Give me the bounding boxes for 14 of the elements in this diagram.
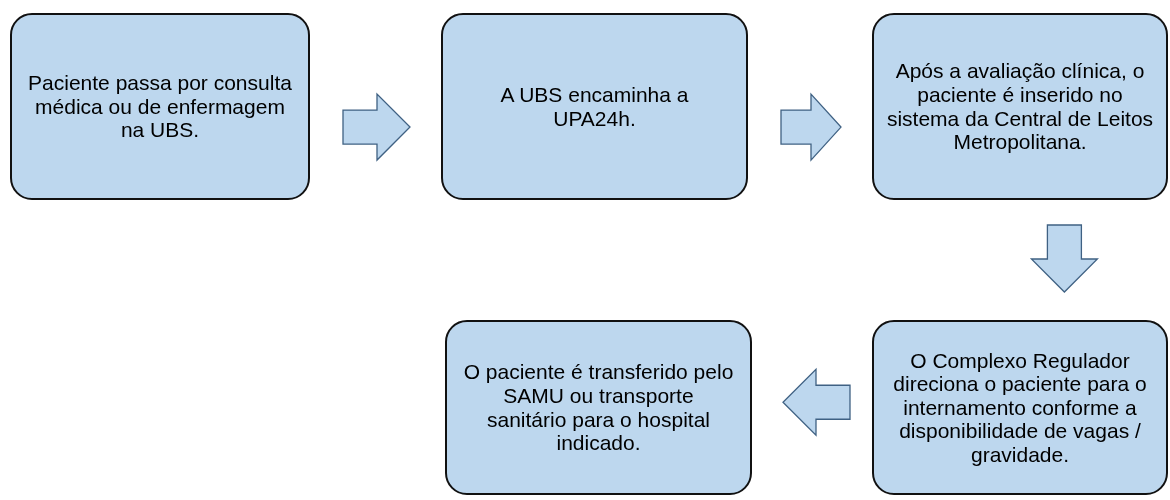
process-box	[872, 320, 1168, 495]
process-box	[441, 13, 748, 200]
process-box	[872, 13, 1168, 200]
box-text: A UBS encaminha a UPA24h.	[499, 83, 690, 130]
box-text: O Complexo Regulador direciona o paciente para o internamento conforme a disponibilidade de vagas / gravidade.	[892, 348, 1148, 467]
process-box	[10, 13, 310, 200]
block-arrow	[342, 92, 411, 162]
block-arrow	[780, 92, 842, 162]
box-text: O paciente é transferido pelo SAMU ou transporte sanitário para o hospital indicado.	[462, 360, 735, 455]
process-box	[445, 320, 752, 495]
block-arrow	[782, 367, 851, 437]
block-arrow	[1029, 224, 1099, 293]
box-text: Paciente passa por consulta médica ou de enfermagem na UBS.	[27, 71, 293, 142]
box-text: Após a avaliação clínica, o paciente é inserido no sistema da Central de Leitos Metropolitana.	[885, 59, 1155, 154]
